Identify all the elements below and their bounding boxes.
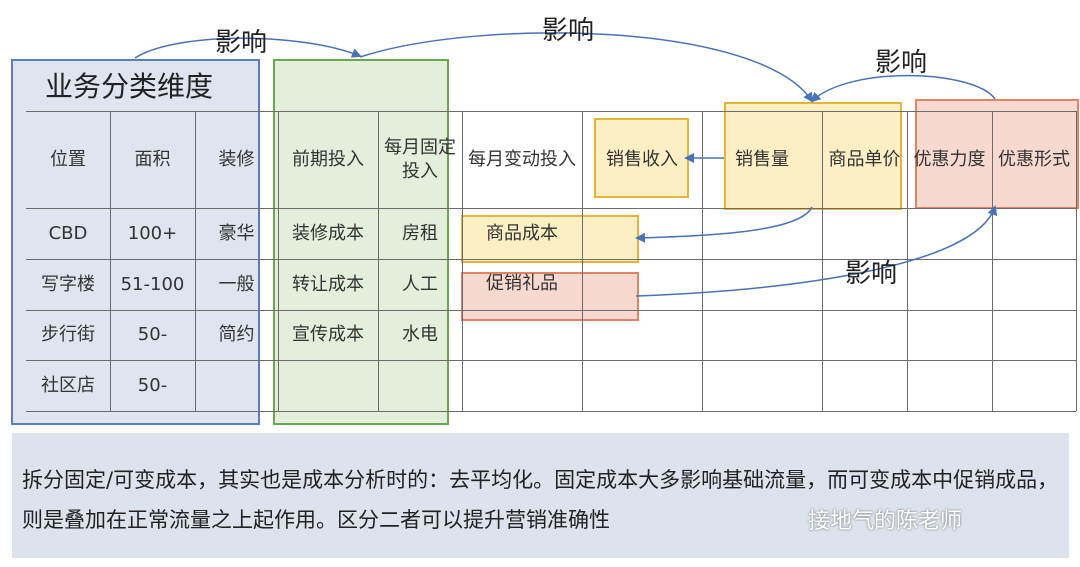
table-cell: 100+ [127,222,178,244]
table-cell: 50- [137,374,168,396]
table-cell: 人工 [402,273,438,295]
table-cell: 简约 [218,324,255,345]
influence-label-2: 影响 [542,16,595,46]
header-sales-volume: 销售量 [735,148,789,170]
table-cell: 装修成本 [292,222,364,244]
header-decoration: 装修 [218,148,255,170]
arrow-dimension-to-fixed [134,37,362,59]
header-upfront: 前期投入 [292,148,364,170]
header-discount-level: 优惠力度 [913,148,986,170]
arrow-gift-to-discount [635,205,998,297]
table-cell: 房租 [402,222,438,244]
table-cell: 水电 [402,324,438,345]
influence-label-4: 影响 [845,259,898,289]
arrow-volume-to-product-cost [635,206,813,243]
table-cell: 商品成本 [486,223,558,244]
header-monthly-fixed: 每月固定投入 [384,136,456,182]
table-cell: 转让成本 [292,273,364,295]
table-cell: 步行街 [41,324,95,345]
table-cell: 写字楼 [41,273,95,295]
table-cell: 促销礼品 [486,273,558,294]
header-area: 面积 [134,148,171,170]
header-discount-form: 优惠形式 [998,148,1070,170]
influence-label-3: 影响 [875,48,928,78]
business-dimension-group [11,59,260,425]
arrow-discount-to-volume [810,74,996,103]
note-text: 拆分固定/可变成本，其实也是成本分析时的：去平均化。固定成本大多影响基础流量，而… [22,468,1059,532]
watermark: 接地气的陈老师 [808,509,963,534]
table-cell: 宣传成本 [292,324,364,345]
table-cell: 社区店 [41,374,95,396]
arrow-variable-to-volume [359,32,814,103]
table-cell: CBD [48,222,88,244]
header-unit-price: 商品单价 [828,148,901,170]
influence-label-1: 影响 [215,28,268,58]
table-cell: 一般 [218,273,255,295]
table-cell: 51-100 [120,273,185,295]
header-sales-revenue: 销售收入 [606,148,678,170]
sales-revenue-box [594,118,689,198]
header-monthly-variable: 每月变动投入 [468,148,576,170]
product-cost-box [461,215,639,263]
sales-volume-price-box [724,102,902,210]
table-cell: 50- [137,324,168,345]
note-panel [12,433,1069,558]
table-cell: 豪华 [218,222,255,244]
header-location: 位置 [50,148,86,170]
fixed-cost-group [273,59,449,425]
dimension-title: 业务分类维度 [45,70,214,103]
